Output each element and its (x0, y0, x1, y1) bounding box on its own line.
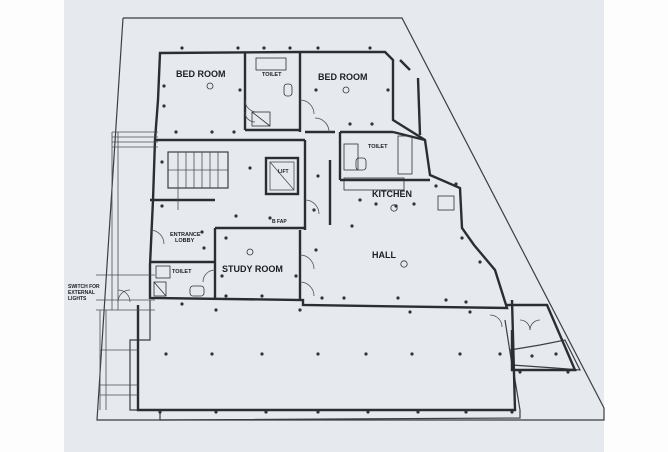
internal-walls (150, 52, 430, 300)
bed-room-label-1: BED ROOM (176, 69, 226, 79)
lobby-label: LOBBY (175, 238, 195, 244)
background-left (0, 0, 64, 452)
lift-shaft (264, 156, 300, 196)
door-swings (117, 99, 541, 331)
study-room-label: STUDY ROOM (222, 264, 283, 274)
switch-note-line3: LIGHTS (68, 296, 87, 302)
lower-outline (129, 300, 582, 421)
switch-note-line2: EXTERNAL (68, 290, 95, 296)
lower-wall (136, 299, 517, 412)
light-points (158, 46, 570, 414)
fan-symbols (206, 82, 408, 268)
site-boundary (96, 17, 605, 421)
annex-room (505, 303, 577, 372)
left-stair-lines (96, 131, 158, 410)
lift-label: LIFT (278, 169, 289, 175)
staircase (167, 151, 229, 210)
fixtures (153, 57, 455, 297)
building-outline (148, 50, 509, 310)
toilet-label-3: TOILET (172, 269, 192, 275)
switch-note-line1: SWITCH FOR (68, 284, 100, 290)
bed-room-label-2: BED ROOM (318, 72, 368, 82)
hall-label: HALL (372, 250, 396, 260)
kitchen-label: KITCHEN (372, 189, 412, 199)
db-panel-label: B FAP (272, 219, 287, 225)
background-right (604, 0, 668, 452)
toilet-label-2: TOILET (368, 144, 388, 150)
toilet-label-1: TOILET (262, 72, 282, 78)
entrance-label: ENTRANCE (170, 232, 201, 238)
